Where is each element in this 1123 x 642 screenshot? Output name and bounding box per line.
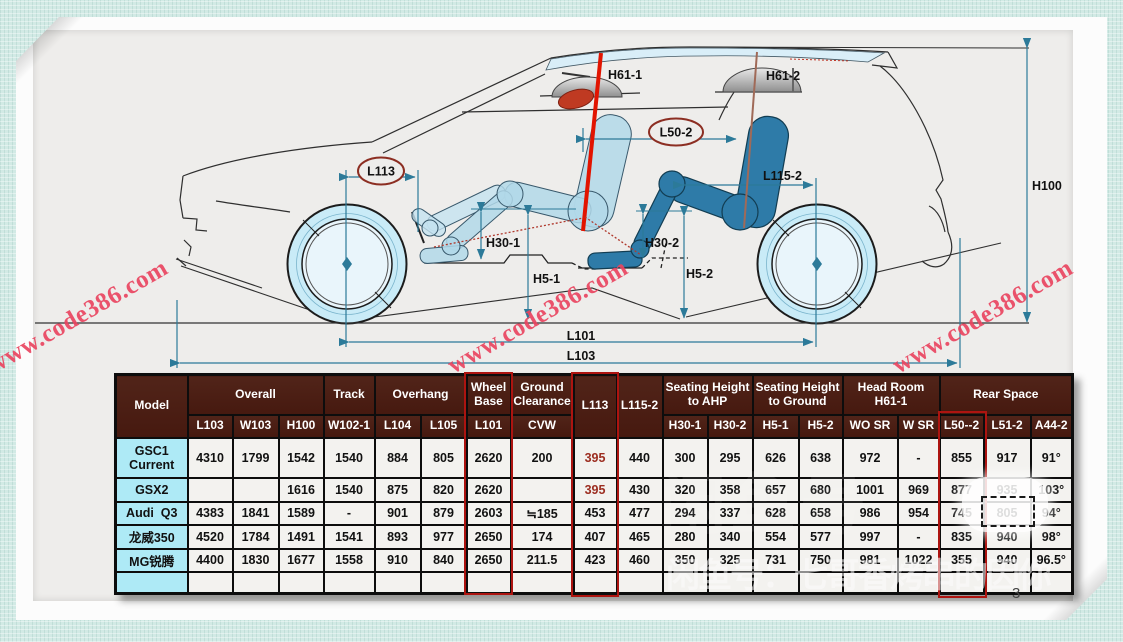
svg-text:H61-1: H61-1 xyxy=(608,68,642,82)
svg-text:H30-1: H30-1 xyxy=(486,236,520,250)
svg-text:L103: L103 xyxy=(567,349,596,363)
svg-text:L115-2: L115-2 xyxy=(763,169,802,183)
svg-text:H61-2: H61-2 xyxy=(766,69,800,83)
svg-text:L101: L101 xyxy=(567,329,596,343)
svg-text:H30-2: H30-2 xyxy=(645,236,679,250)
svg-text:H100: H100 xyxy=(1032,179,1062,193)
svg-text:L113: L113 xyxy=(367,165,395,179)
svg-text:L50-2: L50-2 xyxy=(660,126,693,140)
svg-text:H5-2: H5-2 xyxy=(686,267,713,281)
svg-text:H5-1: H5-1 xyxy=(533,272,560,286)
